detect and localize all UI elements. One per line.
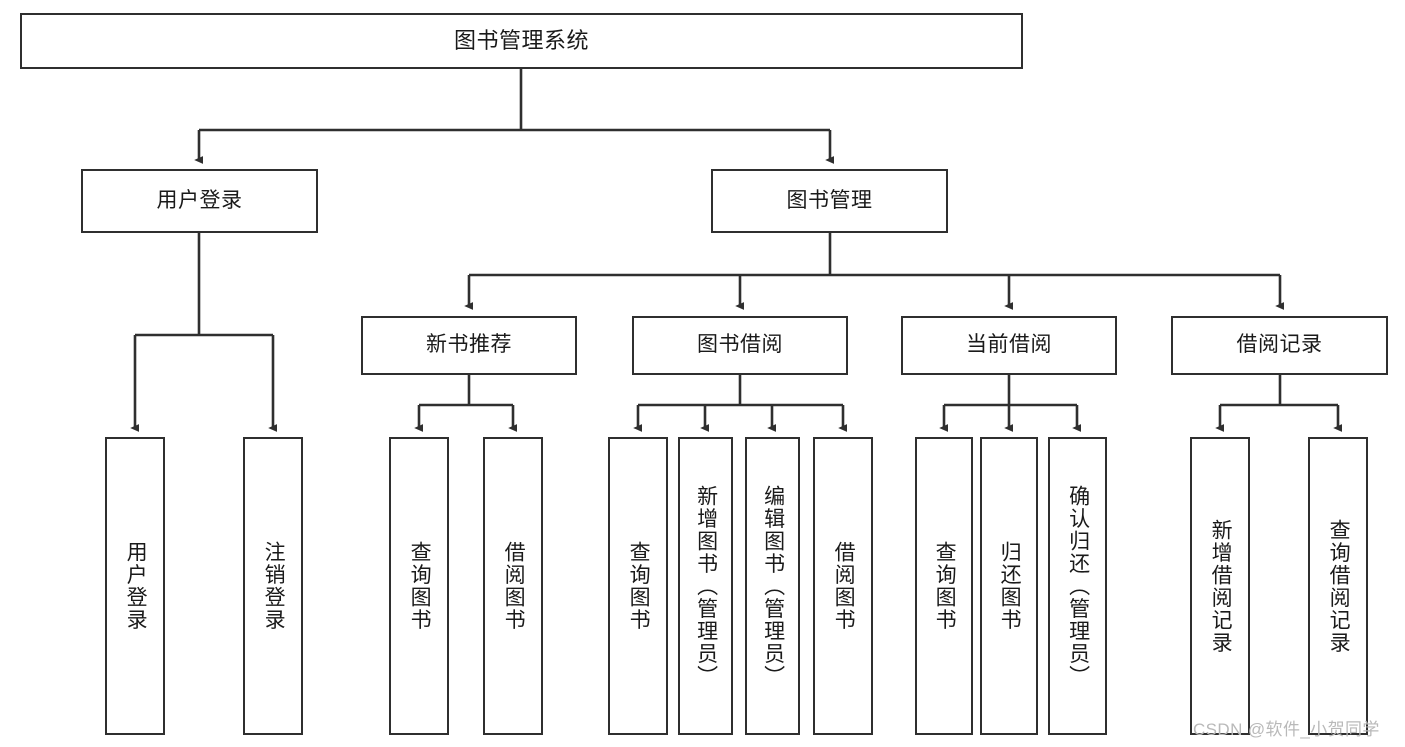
leaf-current-return-book[interactable]: 归还图书: [980, 437, 1038, 735]
node-label: 归还图书: [998, 541, 1022, 631]
leaf-record-add[interactable]: 新增借阅记录: [1190, 437, 1250, 735]
leaf-user-login[interactable]: 用户登录: [105, 437, 165, 735]
node-label: 查询借阅记录: [1327, 518, 1351, 654]
node-label: 确认归还（管理员）: [1066, 484, 1090, 688]
node-new-book-recommend[interactable]: 新书推荐: [361, 316, 577, 375]
leaf-current-query-book[interactable]: 查询图书: [915, 437, 973, 735]
node-label: 图书借阅: [697, 333, 783, 357]
leaf-current-confirm-return[interactable]: 确认归还（管理员）: [1048, 437, 1107, 735]
leaf-borrow-query-book[interactable]: 查询图书: [608, 437, 668, 735]
node-label: 新书推荐: [426, 333, 512, 357]
leaf-borrow-borrow-book[interactable]: 借阅图书: [813, 437, 873, 735]
node-root-system[interactable]: 图书管理系统: [20, 13, 1023, 69]
node-label: 注销登录: [262, 541, 286, 631]
node-label: 用户登录: [124, 541, 148, 631]
leaf-borrow-add-book[interactable]: 新增图书（管理员）: [678, 437, 733, 735]
node-book-management[interactable]: 图书管理: [711, 169, 948, 233]
node-label: 借阅图书: [502, 541, 526, 631]
leaf-record-query[interactable]: 查询借阅记录: [1308, 437, 1368, 735]
node-label: 图书管理: [786, 188, 873, 212]
node-borrow-record[interactable]: 借阅记录: [1171, 316, 1388, 375]
node-label: 用户登录: [156, 188, 243, 212]
node-label: 借阅图书: [832, 541, 856, 631]
leaf-recommend-query-book[interactable]: 查询图书: [389, 437, 449, 735]
node-label: 查询图书: [408, 541, 432, 631]
node-label: 新增图书（管理员）: [694, 484, 718, 688]
node-book-borrow[interactable]: 图书借阅: [632, 316, 848, 375]
node-label: 查询图书: [627, 541, 651, 631]
node-user-login[interactable]: 用户登录: [81, 169, 318, 233]
node-label: 编辑图书（管理员）: [761, 484, 785, 688]
node-current-borrow[interactable]: 当前借阅: [901, 316, 1117, 375]
node-label: 查询图书: [933, 541, 957, 631]
node-label: 当前借阅: [966, 333, 1052, 357]
leaf-user-logout[interactable]: 注销登录: [243, 437, 303, 735]
leaf-recommend-borrow-book[interactable]: 借阅图书: [483, 437, 543, 735]
node-label: 新增借阅记录: [1209, 518, 1233, 654]
node-label: 图书管理系统: [453, 28, 589, 54]
watermark-text: CSDN @软件_小贺同学: [1193, 720, 1380, 739]
node-label: 借阅记录: [1236, 333, 1323, 357]
leaf-borrow-edit-book[interactable]: 编辑图书（管理员）: [745, 437, 800, 735]
